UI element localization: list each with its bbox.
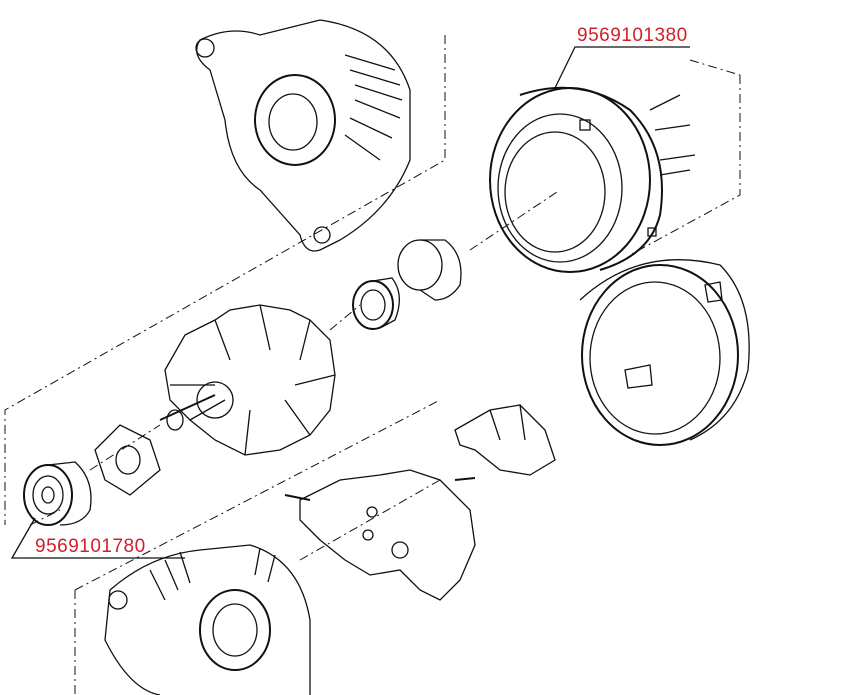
bearing-sleeve <box>397 239 462 301</box>
rectifier <box>284 469 476 601</box>
bearing-part-number: 9569101780 <box>35 536 146 557</box>
leader-lines <box>10 46 690 559</box>
stator <box>489 86 696 273</box>
front-bearing <box>352 277 400 330</box>
rear-bearing <box>23 461 92 526</box>
alignment-lines <box>4 35 741 695</box>
bearing-retainer-plate <box>94 424 161 496</box>
stator-part-number: 9569101380 <box>577 25 688 46</box>
front-housing <box>195 19 411 252</box>
rotor <box>159 304 336 456</box>
rear-cover <box>579 259 750 446</box>
brush-holder <box>454 404 556 476</box>
rear-housing <box>104 544 311 695</box>
